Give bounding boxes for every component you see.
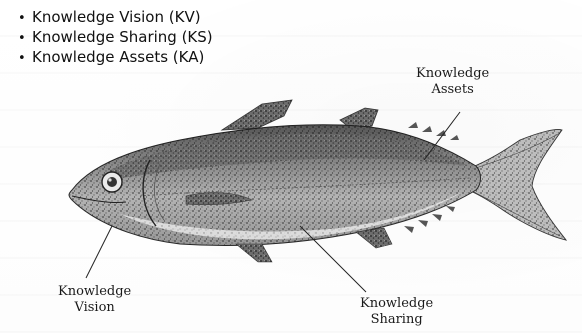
anal-fin [356,228,392,248]
label-knowledge-assets: Knowledge Assets [416,66,489,98]
pelvic-fin [236,244,272,262]
tail-fin [468,129,566,240]
pointer-line-vision [86,226,112,278]
dorsal-fin-front [222,100,292,130]
label-knowledge-vision: Knowledge Vision [58,284,131,316]
label-knowledge-sharing: Knowledge Sharing [360,296,433,328]
